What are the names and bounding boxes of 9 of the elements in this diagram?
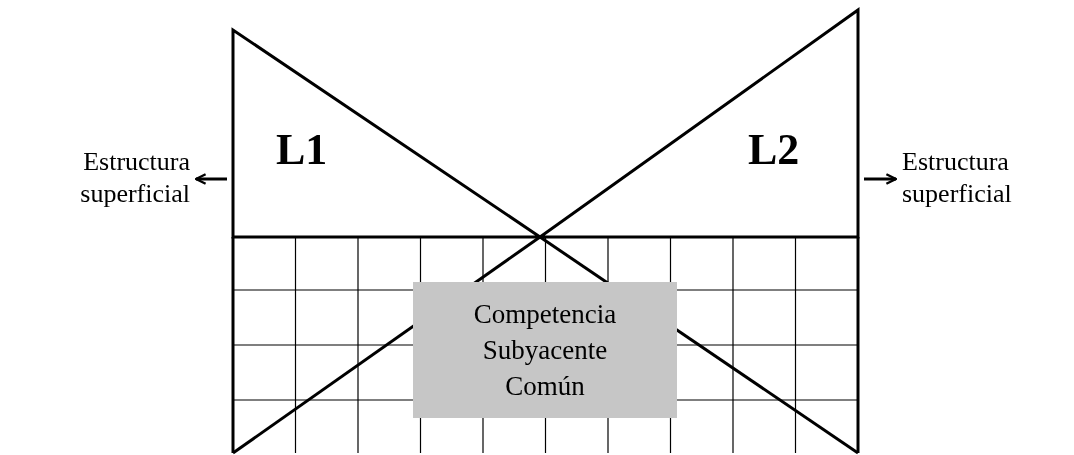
language-label: L2 xyxy=(748,128,800,172)
arrow xyxy=(864,173,898,185)
language-label: L1 xyxy=(276,128,328,172)
side-label: Estructura superficial xyxy=(8,146,190,212)
competence-box: Competencia Subyacente Común xyxy=(413,282,677,418)
triangle-shape xyxy=(231,28,542,239)
arrow xyxy=(194,173,227,185)
side-label: Estructura superficial xyxy=(902,146,1072,212)
triangle-shape xyxy=(538,8,860,239)
